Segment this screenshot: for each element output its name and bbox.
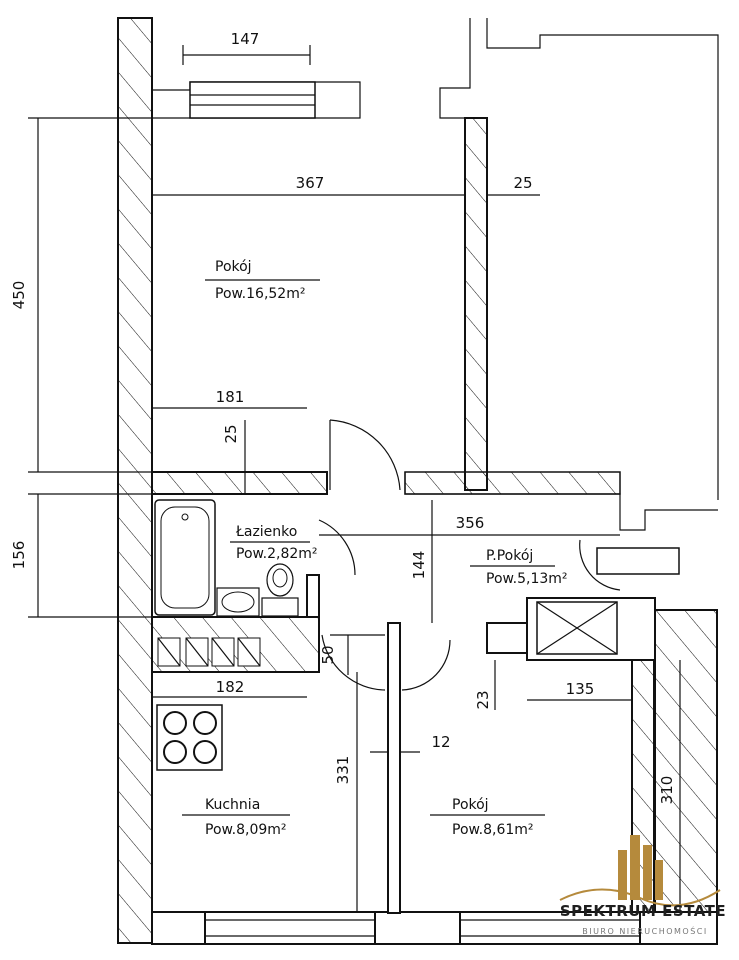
dim-height-331: 331 [334, 756, 352, 785]
dim-height-left: 450 [10, 281, 28, 310]
dim-room-width-top: 367 [296, 174, 325, 192]
logo-tagline: BIURO NIERUCHOMOŚCI [582, 925, 708, 936]
stove [156, 704, 223, 771]
toilet [261, 563, 299, 617]
dim-wall-12: 12 [431, 733, 450, 751]
room-name-pokoj-main: Pokój [215, 259, 252, 275]
dim-width-135: 135 [566, 680, 595, 698]
bathtub [154, 499, 216, 616]
room-area-przedpokoj: Pow.5,13m² [486, 571, 568, 587]
dim-wall-25: 25 [222, 424, 240, 443]
dim-width-181: 181 [216, 388, 245, 406]
room-area-lazienka: Pow.2,82m² [236, 546, 318, 562]
dim-wall-right: 25 [513, 174, 532, 192]
dim-height-310: 310 [658, 776, 676, 805]
building-icon [559, 835, 721, 907]
logo-name: SPEKTRUM ESTATE [560, 902, 726, 920]
spektrum-estate-logo: SPEKTRUM ESTATE BIURO NIERUCHOMOŚCI [559, 835, 726, 936]
room-area-pokoj-small: Pow.8,61m² [452, 822, 534, 838]
dim-window-top: 147 [231, 30, 260, 48]
dim-height-50: 50 [319, 645, 337, 664]
exterior-walls [117, 17, 719, 945]
sink [216, 587, 260, 617]
room-area-pokoj-main: Pow.16,52m² [215, 286, 305, 302]
room-name-pokoj-small: Pokój [452, 797, 489, 813]
room-area-kuchnia: Pow.8,09m² [205, 822, 287, 838]
dim-height-23: 23 [474, 690, 492, 709]
kitchen-cabinets [157, 637, 261, 667]
room-name-przedpokoj: P.Pokój [486, 548, 533, 564]
doors [318, 419, 621, 691]
window-top [189, 81, 316, 119]
dim-width-356: 356 [456, 514, 485, 532]
room-name-kuchnia: Kuchnia [205, 797, 260, 813]
dim-width-182: 182 [216, 678, 245, 696]
dimension-lines [28, 45, 681, 912]
room-name-lazienka: Łazienko [235, 524, 297, 540]
dim-height-144: 144 [410, 551, 428, 580]
dim-height-156: 156 [10, 541, 28, 570]
